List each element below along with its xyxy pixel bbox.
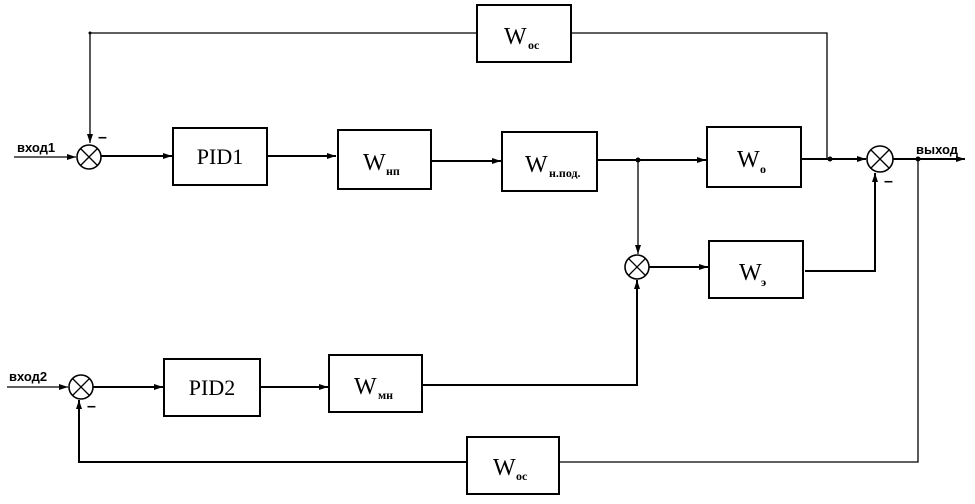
wire-corner-dot [88, 31, 92, 35]
block-label: PID2 [189, 375, 235, 400]
top-feedback-wire-left [87, 32, 477, 143]
minus-sign: – [884, 173, 893, 190]
block-label: W [525, 152, 548, 178]
block-subscript: э [761, 275, 766, 289]
block-label: W [737, 147, 760, 173]
block-label: W [739, 260, 762, 286]
pid1-block[interactable]: PID1 [172, 127, 268, 186]
top-feedback-wire [571, 32, 828, 158]
block-subscript: о [760, 162, 766, 176]
w-npod-block[interactable]: W н.под. [501, 131, 598, 192]
block-subscript: ос [528, 38, 540, 52]
bottom-feedback-wire [559, 159, 919, 463]
block-label: W [354, 374, 377, 400]
sum-output[interactable] [866, 145, 894, 173]
input2-label: вход2 [9, 369, 47, 384]
bottom-feedback-wire-left [76, 400, 467, 463]
w-o-block[interactable]: W о [706, 126, 802, 188]
block-label: W [504, 24, 527, 50]
w-e-block[interactable]: W э [708, 240, 804, 299]
w-mn-output-wire [422, 280, 640, 386]
block-label: PID1 [197, 144, 243, 169]
w-mn-block[interactable]: W мн [328, 354, 423, 413]
minus-sign: – [87, 398, 96, 415]
block-subscript: мн [378, 388, 393, 402]
block-subscript: н.под. [549, 166, 581, 180]
w-np-block[interactable]: W нп [337, 129, 432, 190]
w-e-output-wire [805, 173, 878, 272]
feedback-block-top[interactable]: W ос [476, 4, 572, 63]
block-label: W [363, 150, 386, 176]
sum-input1[interactable] [76, 144, 102, 170]
output-label: выход [916, 142, 959, 157]
branch-point [827, 156, 833, 162]
input1-label: вход1 [17, 140, 55, 155]
block-subscript: ос [516, 469, 528, 483]
sum-input2[interactable] [68, 374, 94, 400]
block-subscript: нп [386, 164, 400, 178]
pid2-block[interactable]: PID2 [163, 358, 261, 417]
sum-middle[interactable] [624, 254, 650, 280]
feedback-block-bottom[interactable]: W ос [466, 436, 560, 495]
minus-sign: – [98, 129, 107, 146]
block-label: W [493, 455, 516, 481]
